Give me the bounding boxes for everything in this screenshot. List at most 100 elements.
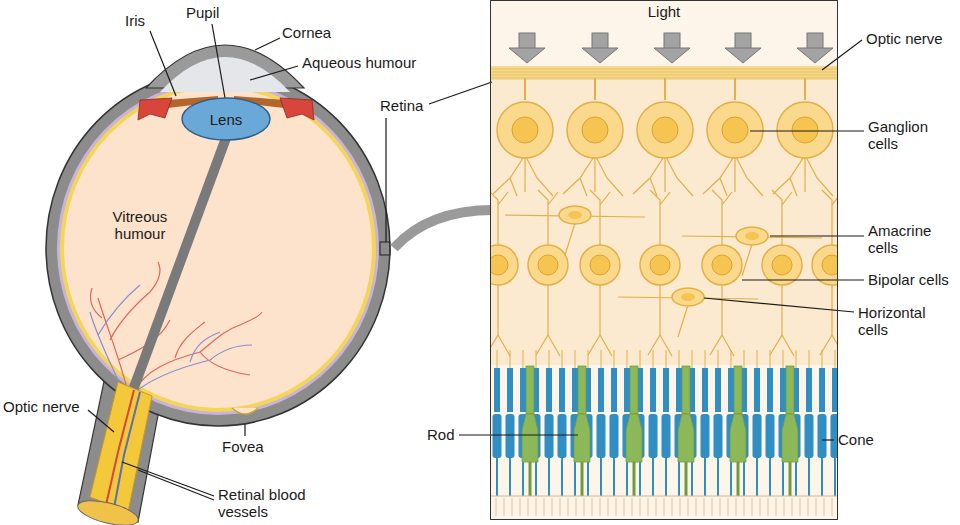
axon — [734, 78, 736, 100]
retina-cells — [491, 33, 837, 519]
cone-tip — [834, 458, 836, 496]
pigment-line — [496, 498, 497, 516]
pigment-line — [696, 498, 697, 516]
pigment-line — [720, 498, 721, 516]
pigment-line — [824, 498, 825, 516]
part-label: Cone — [838, 431, 874, 448]
pigment-line — [792, 498, 793, 516]
pigment-line — [608, 498, 609, 516]
cone-tip — [743, 458, 745, 496]
bipolar-cell — [812, 245, 837, 285]
rod-tip — [789, 462, 792, 496]
pigment-line — [584, 498, 585, 516]
cone — [663, 368, 669, 412]
cone-tip — [691, 458, 693, 496]
nucleus — [745, 232, 759, 240]
cone — [819, 368, 825, 412]
rod — [730, 414, 746, 462]
hyaloid-canal — [133, 138, 226, 390]
dendrite — [703, 155, 763, 196]
light-arrow — [807, 33, 823, 49]
cone-tip — [626, 458, 628, 496]
axon — [664, 78, 666, 100]
cone-fibre — [718, 350, 719, 370]
light-arrow-head — [725, 48, 761, 63]
nucleus — [792, 117, 818, 143]
cone — [715, 368, 721, 412]
ganglion-cell — [707, 102, 763, 158]
ganglion-cell — [637, 102, 693, 158]
pigment-line — [816, 498, 817, 516]
cone-tip — [522, 458, 524, 496]
part-label: Optic nerve — [866, 30, 943, 47]
nerve-artery — [106, 390, 134, 505]
part-label: Vitreous humour — [100, 208, 180, 242]
part-label: Cornea — [282, 24, 331, 41]
cone-tip — [665, 458, 667, 496]
ciliary-body — [138, 98, 172, 120]
cone-fibre — [614, 350, 615, 370]
cone-tip — [717, 458, 719, 496]
nucleus — [722, 117, 748, 143]
cone-fibre — [601, 350, 602, 370]
cone — [558, 414, 567, 458]
light-arrow-head — [582, 48, 618, 63]
cone — [545, 414, 554, 458]
part-label: Horizontal cells — [858, 304, 953, 338]
cone-tip — [535, 458, 537, 496]
light-arrow-head — [654, 48, 690, 63]
cone-fibre — [575, 350, 576, 370]
cone-fibre — [757, 350, 758, 370]
pigment-line — [512, 498, 513, 516]
rod — [526, 366, 534, 414]
nucleus — [538, 255, 558, 275]
pigment-band — [491, 496, 837, 519]
cone — [650, 368, 656, 412]
pigment-line — [776, 498, 777, 516]
pigment-line — [536, 498, 537, 516]
nerve-sheath — [78, 372, 162, 522]
cone-tip — [639, 458, 641, 496]
axon — [524, 78, 526, 100]
axon — [804, 78, 806, 100]
pigment-line — [632, 498, 633, 516]
rod — [734, 366, 742, 414]
ciliary-body — [280, 98, 314, 120]
inner-ground — [491, 80, 837, 365]
pigment-line — [728, 498, 729, 516]
cone-fibre — [640, 350, 641, 370]
pigment-line — [832, 498, 833, 516]
rod-tip — [737, 462, 740, 496]
nucleus — [582, 117, 608, 143]
nucleus — [712, 255, 732, 275]
cone — [662, 414, 671, 458]
cone-tip — [821, 458, 823, 496]
part-label: Optic nerve — [3, 398, 80, 415]
cone-tip — [509, 458, 511, 496]
nerve-fibre — [491, 75, 837, 76]
cone — [831, 414, 838, 458]
sample-box — [380, 242, 390, 255]
rod — [782, 414, 798, 462]
cone-fibre — [692, 350, 693, 370]
cone-fibre — [705, 350, 706, 370]
pigment-line — [544, 498, 545, 516]
nucleus — [772, 255, 792, 275]
light-arrow — [519, 33, 535, 49]
nucleus — [491, 255, 508, 275]
cone-fibre — [679, 350, 680, 370]
cone — [507, 368, 513, 412]
dendrite — [633, 155, 693, 196]
pigment-line — [712, 498, 713, 516]
dendrite — [773, 155, 833, 196]
bipolar-cell — [528, 245, 568, 285]
cone — [559, 368, 565, 412]
light-arrow-head — [797, 48, 833, 63]
cone-fibre — [796, 350, 797, 370]
light-arrow — [592, 33, 608, 49]
cone-fibre — [809, 350, 810, 370]
nerve-fibre — [491, 72, 837, 73]
cone — [624, 368, 630, 412]
cone — [701, 414, 710, 458]
pigment-line — [760, 498, 761, 516]
